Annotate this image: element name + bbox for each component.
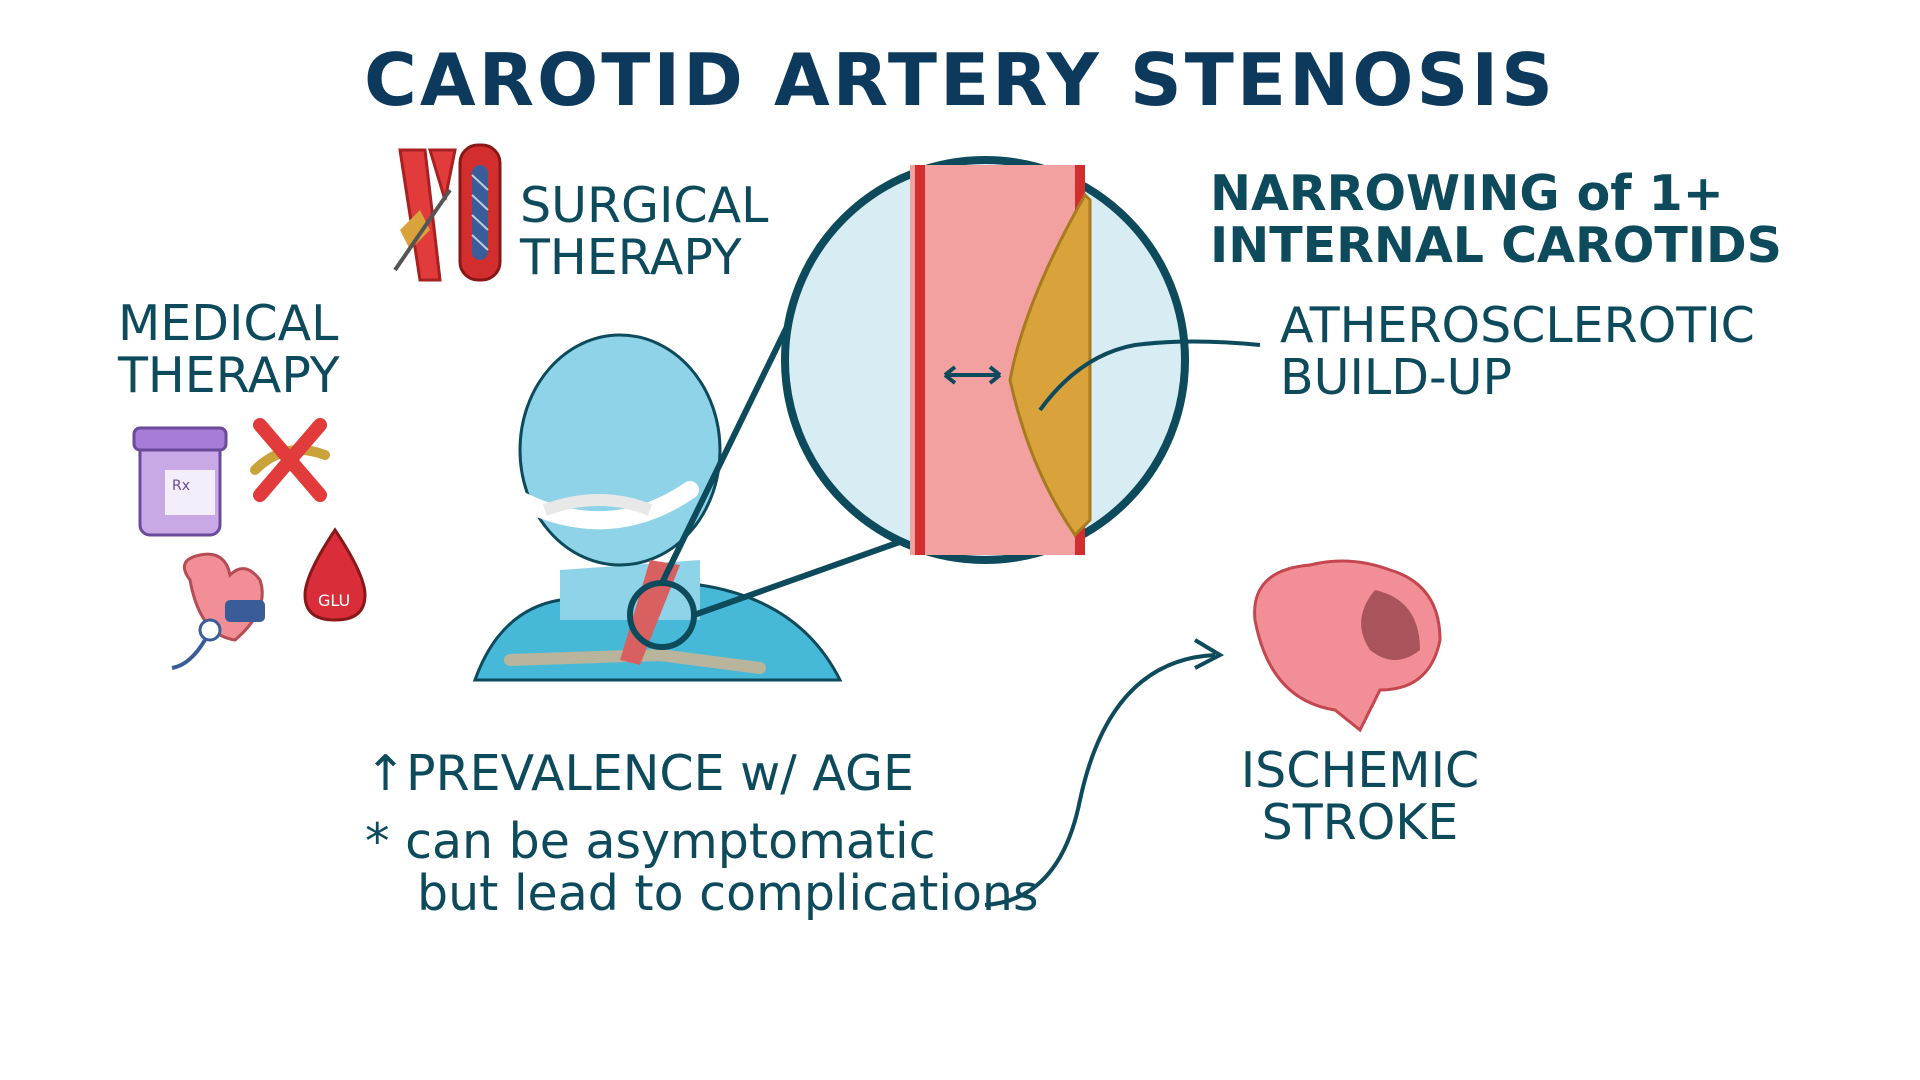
complication-arrow xyxy=(984,653,1216,907)
glucose-drop-icon: GLU xyxy=(303,527,367,622)
patient-figure xyxy=(472,298,992,682)
artery-surgery-icon xyxy=(393,148,457,282)
no-smoking-icon xyxy=(250,418,330,502)
artery-zoom xyxy=(781,156,1261,564)
asymptomatic-note: * can be asymptomatic but lead to compli… xyxy=(365,813,1039,923)
pill-bottle-icon: Rx xyxy=(132,426,228,537)
brain-icon xyxy=(1253,559,1442,733)
page-title: CAROTID ARTERY STENOSIS xyxy=(364,38,1556,122)
stent-icon xyxy=(458,143,502,282)
rx-label: Rx xyxy=(172,478,190,494)
prevalence-label: ↑PREVALENCE w/ AGE xyxy=(365,745,914,802)
narrowing-label: NARROWING of 1+INTERNAL CAROTIDS xyxy=(1210,165,1782,275)
blood-pressure-heart-icon xyxy=(171,552,265,670)
glu-label: GLU xyxy=(318,591,350,610)
